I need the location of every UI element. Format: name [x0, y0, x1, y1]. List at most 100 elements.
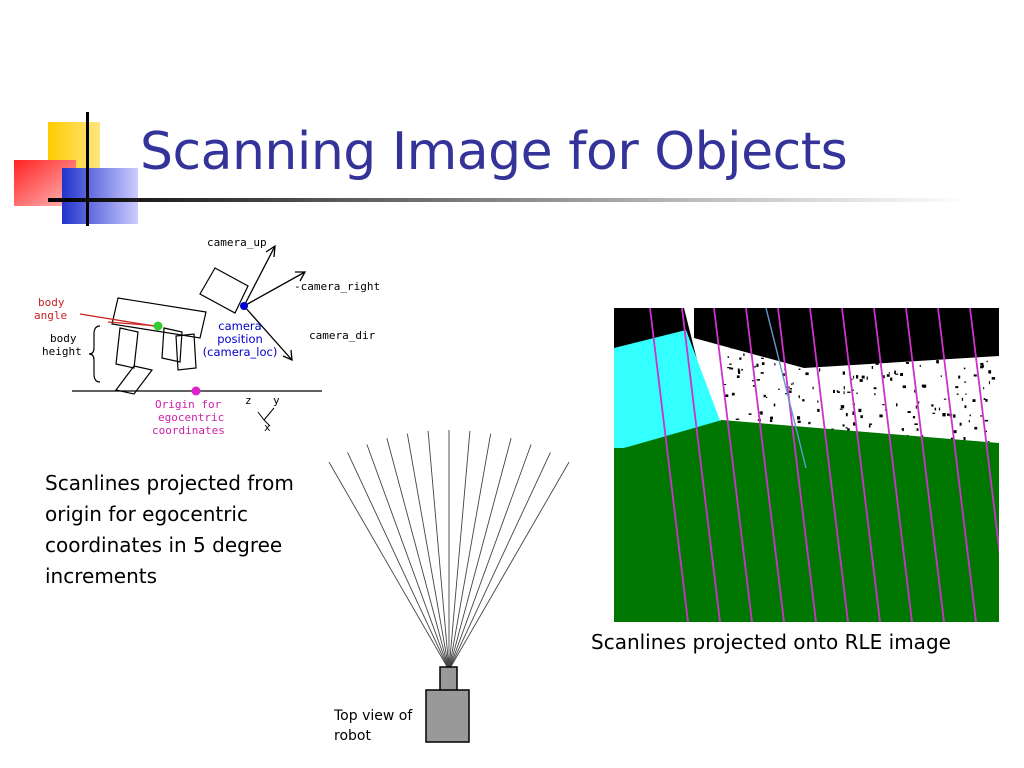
speckle [815, 340, 819, 342]
robot-head [199, 267, 249, 314]
speckle [843, 386, 845, 390]
speckle [868, 425, 871, 428]
speckle [803, 342, 805, 344]
speckle [874, 393, 876, 396]
logo-vertical-bar [86, 112, 89, 226]
speckle [853, 422, 856, 426]
speckle [894, 344, 899, 348]
speckle [743, 353, 745, 356]
speckle [947, 413, 950, 416]
speckle [854, 340, 857, 343]
speckle [921, 346, 924, 350]
speckle [854, 356, 857, 360]
speckle [859, 379, 863, 382]
speckle [981, 365, 984, 368]
speckle [902, 428, 904, 432]
speckle [984, 419, 989, 422]
camera-position-point [240, 302, 248, 310]
speckle [895, 373, 899, 375]
speckle [837, 391, 840, 393]
speckle [839, 408, 843, 410]
rle-scanline [681, 308, 721, 622]
speckle [980, 362, 984, 366]
robot-leg-1 [115, 327, 139, 369]
speckle [754, 365, 756, 368]
speckle [903, 328, 906, 331]
robot-body [111, 297, 207, 339]
speckle [955, 386, 959, 389]
speckle [987, 348, 989, 350]
rle-scanline [873, 308, 913, 622]
slide-title: Scanning Image for Objects [140, 122, 848, 182]
rle-scanline [905, 308, 945, 622]
speckle [969, 414, 971, 417]
speckle [980, 328, 983, 330]
scanline [448, 433, 492, 671]
speckle [848, 346, 852, 348]
speckle [890, 377, 893, 381]
rle-blue-line [765, 308, 807, 469]
speckle [862, 358, 866, 361]
speckle [756, 379, 760, 381]
speckle [760, 353, 763, 355]
label-body-angle-2: angle [34, 309, 67, 322]
robot-head-top-view [439, 666, 458, 694]
speckle [983, 398, 986, 400]
label-body-height-1: body [50, 332, 77, 345]
rle-scanline [937, 308, 977, 622]
speckle [964, 381, 967, 383]
speckle [792, 382, 794, 385]
speckle [759, 348, 763, 353]
camera-dir-vector [243, 305, 293, 361]
speckle [963, 367, 966, 370]
speckle [724, 384, 727, 385]
caption-scanlines-origin: Scanlines projected from origin for egoc… [45, 471, 294, 588]
speckle [821, 356, 823, 359]
speckle [845, 413, 848, 417]
speckle [892, 357, 895, 359]
speckle [761, 362, 765, 365]
label-body-angle-1: body [38, 296, 65, 309]
speckle [879, 414, 883, 418]
speckle [736, 375, 740, 378]
speckle [901, 345, 905, 348]
speckle [731, 392, 735, 396]
speckle [760, 329, 763, 333]
speckle [986, 360, 988, 363]
speckle [802, 399, 805, 402]
scanline [448, 430, 471, 671]
label-origin-3: coordinates [152, 424, 225, 437]
speckle [864, 353, 867, 357]
speckle [746, 344, 748, 347]
speckle [985, 430, 987, 433]
speckle [789, 388, 792, 390]
axis-x [263, 419, 271, 427]
speckle [959, 422, 962, 426]
speckle [948, 348, 951, 351]
label-origin-2: egocentric [158, 411, 224, 424]
speckle [879, 350, 883, 354]
speckle [900, 373, 903, 376]
speckle [988, 328, 990, 332]
scanline [448, 438, 512, 671]
speckle [922, 435, 924, 439]
robot-leg-3 [161, 327, 183, 363]
rle-green-region [614, 420, 999, 622]
speckle [760, 372, 764, 374]
speckle [859, 343, 863, 345]
speckle [837, 341, 840, 344]
speckle [956, 393, 959, 395]
label-camera-dir: camera_dir [309, 329, 376, 342]
speckle [943, 398, 947, 400]
speckle [856, 375, 859, 379]
camera-up-vector [243, 245, 276, 307]
speckle [797, 420, 801, 423]
speckle [986, 337, 990, 339]
speckle [847, 428, 850, 431]
speckle [769, 332, 771, 334]
speckle [945, 356, 949, 358]
speckle [836, 390, 839, 392]
rle-scanline [841, 308, 881, 622]
body-angle-arrow [79, 313, 155, 327]
speckle [987, 441, 990, 443]
